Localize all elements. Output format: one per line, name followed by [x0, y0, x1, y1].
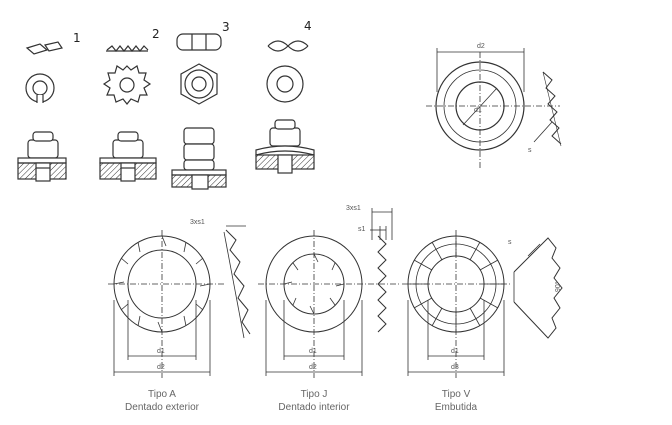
top-d2-label: d2 — [477, 43, 485, 50]
tipo-v-d1: d1 — [451, 348, 459, 355]
tipo-j-title: Tipo J — [301, 389, 328, 400]
tipo-v-side: s — [508, 239, 512, 246]
tipo-a-thickness: 3xs1 — [190, 219, 205, 226]
washer-type-3 — [171, 33, 227, 190]
tipo-j-thickness: 3xs1 — [346, 205, 361, 212]
tipo-v-angle: 90° — [554, 281, 562, 292]
tipo-a-drawing — [108, 225, 251, 378]
tipo-v-drawing — [402, 230, 563, 378]
top-d1-label: d1 — [474, 107, 482, 114]
top-s-label: s — [528, 147, 532, 154]
tipo-j-s1: s1 — [358, 226, 366, 233]
tipo-j-drawing — [258, 208, 400, 378]
washer-type-4 — [255, 40, 315, 174]
tipo-a-d2: d2 — [157, 364, 165, 371]
tipo-v-d3: d3 — [451, 364, 459, 371]
serrated-washer-detail — [426, 48, 562, 168]
washer-type-1 — [17, 41, 67, 182]
tipo-a-d1: d1 — [157, 348, 165, 355]
tipo-j-subtitle: Dentado interior — [278, 402, 350, 413]
tipo-a-subtitle: Dentado exterior — [125, 402, 200, 413]
tipo-a-title: Tipo A — [148, 389, 176, 400]
tipo-v-subtitle: Embutida — [435, 402, 478, 413]
washer-type-2 — [99, 45, 157, 182]
figure-number-1: 1 — [73, 31, 81, 45]
tipo-v-title: Tipo V — [442, 389, 471, 400]
figure-number-3: 3 — [222, 20, 230, 34]
figure-number-4: 4 — [304, 19, 312, 33]
tipo-j-d2: d2 — [309, 364, 317, 371]
tipo-j-d1: d1 — [309, 348, 317, 355]
figure-number-2: 2 — [152, 27, 160, 41]
